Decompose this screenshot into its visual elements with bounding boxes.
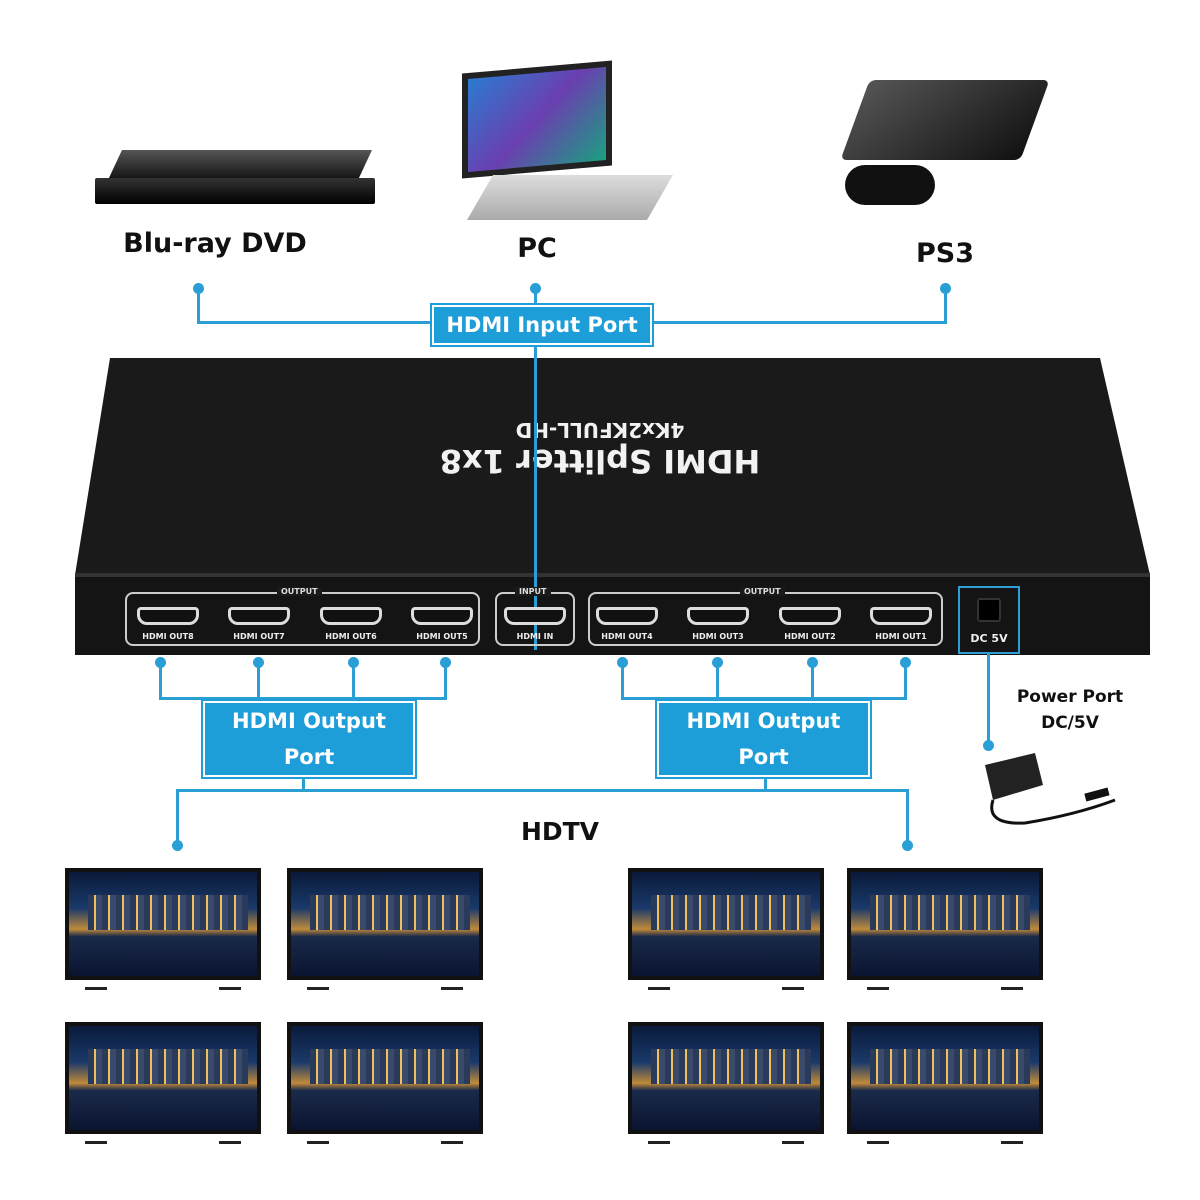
- hdtv-screen: [65, 868, 261, 990]
- hdmi-output-port-tag-right: HDMI Output Port: [655, 699, 872, 779]
- hdtv-screen: [628, 868, 824, 990]
- port-label: HDMI OUT4: [601, 632, 653, 641]
- connector-dot: [807, 657, 818, 668]
- connector-line: [944, 288, 947, 323]
- port-label: HDMI OUT5: [416, 632, 468, 641]
- hdmi-out6-port: [320, 607, 382, 625]
- input-connector-line: [534, 288, 537, 650]
- group-title: OUTPUT: [277, 587, 322, 596]
- hdtv-screen: [847, 868, 1043, 990]
- source-label-ps3: PS3: [915, 238, 975, 269]
- hdmi-out1-port: [870, 607, 932, 625]
- port-label: HDMI OUT7: [233, 632, 285, 641]
- dc-jack-icon: [977, 598, 1001, 622]
- device-title-text: HDMI Splitter 1x8: [439, 442, 761, 480]
- connector-dot: [617, 657, 628, 668]
- hdmi-in-port: [504, 607, 566, 625]
- power-port-label: Power Port DC/5V: [1005, 684, 1135, 736]
- connector-dot: [900, 657, 911, 668]
- input-group: INPUT: [495, 587, 575, 646]
- ps3-console-image: [840, 70, 1050, 225]
- connector-line: [352, 662, 355, 698]
- hdtv-label: HDTV: [520, 817, 600, 846]
- connector-dot: [172, 840, 183, 851]
- connector-dot: [155, 657, 166, 668]
- source-label-bluray: Blu-ray DVD: [123, 228, 307, 259]
- connector-dot: [348, 657, 359, 668]
- hdmi-out8-port: [137, 607, 199, 625]
- connector-line: [159, 662, 162, 698]
- device-subtitle-text: 4Kx2KFULL-HD: [515, 418, 685, 442]
- hdmi-out7-port: [228, 607, 290, 625]
- port-label: HDMI OUT8: [142, 632, 194, 641]
- hdtv-screen: [847, 1022, 1043, 1144]
- port-label: HDMI OUT6: [325, 632, 377, 641]
- hdtv-screen: [628, 1022, 824, 1144]
- hdtv-screen: [65, 1022, 261, 1144]
- port-label: HDMI OUT2: [784, 632, 836, 641]
- source-label-pc: PC: [517, 233, 557, 264]
- connector-line: [444, 662, 447, 698]
- hdmi-out4-port: [596, 607, 658, 625]
- connector-line: [904, 662, 907, 698]
- power-connector-line: [987, 654, 990, 746]
- connector-dot: [983, 740, 994, 751]
- hdmi-output-port-tag-left: HDMI Output Port: [201, 699, 417, 779]
- device-title: HDMI Splitter 1x8 4Kx2KFULL-HD: [380, 418, 820, 480]
- connector-line: [257, 662, 260, 698]
- connector-line: [159, 697, 447, 700]
- power-adapter-image: [985, 753, 1116, 825]
- hdmi-input-port-tag: HDMI Input Port: [430, 303, 654, 347]
- port-label: HDMI OUT3: [692, 632, 744, 641]
- port-label: HDMI IN: [516, 632, 554, 641]
- output-group-left: OUTPUT: [125, 587, 480, 646]
- connector-dot: [902, 840, 913, 851]
- group-title: INPUT: [515, 587, 551, 596]
- connector-line: [811, 662, 814, 698]
- port-label: HDMI OUT1: [875, 632, 927, 641]
- connector-dot: [253, 657, 264, 668]
- dc-port-label: DC 5V: [970, 632, 1008, 645]
- bluray-player-image: [95, 150, 375, 210]
- hdmi-out2-port: [779, 607, 841, 625]
- power-port-line2: DC/5V: [1041, 713, 1099, 733]
- group-title: OUTPUT: [740, 587, 785, 596]
- connector-line: [176, 789, 909, 792]
- hdtv-screen: [287, 868, 483, 990]
- power-port-line1: Power Port: [1016, 687, 1124, 707]
- dc-port-box: DC 5V: [958, 586, 1020, 654]
- connector-line: [621, 697, 907, 700]
- connector-dot: [440, 657, 451, 668]
- connector-line: [621, 662, 624, 698]
- connector-line: [906, 789, 909, 845]
- connector-line: [197, 288, 200, 323]
- hdmi-out3-port: [687, 607, 749, 625]
- connector-dot: [712, 657, 723, 668]
- output-group-right: OUTPUT: [588, 587, 943, 646]
- connector-line: [716, 662, 719, 698]
- hdtv-screen: [287, 1022, 483, 1144]
- hdmi-out5-port: [411, 607, 473, 625]
- connector-line: [176, 789, 179, 845]
